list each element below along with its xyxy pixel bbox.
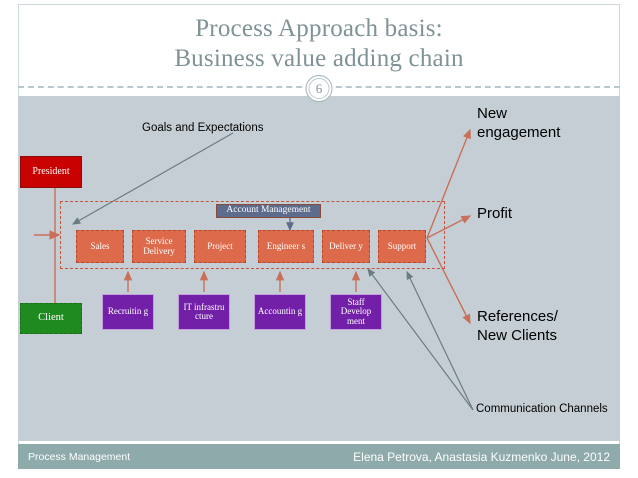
node-account-management[interactable]: Account Management — [216, 204, 321, 218]
title-line-2: Business value adding chain — [174, 45, 464, 72]
annotation-communication-channels: Communication Channels — [476, 403, 608, 415]
frame-top-line — [18, 4, 620, 5]
annotation-goals: Goals and Expectations — [142, 122, 264, 134]
support-node-it-infrastructure[interactable]: IT infrastru cture — [178, 294, 230, 330]
process-node-service-delivery[interactable]: Service Delivery — [132, 230, 186, 263]
process-chain-container — [60, 201, 445, 269]
outcome-new-engagement-line-1: New — [477, 105, 508, 122]
process-node-sales[interactable]: Sales — [76, 230, 124, 263]
footer-right-text: Elena Petrova, Anastasia Kuzmenko June, … — [353, 449, 610, 464]
connector-lines — [34, 128, 474, 411]
process-node-project[interactable]: Project — [194, 230, 246, 263]
outcome-profit: Profit — [477, 204, 512, 223]
title-line-1: Process Approach basis: — [195, 15, 443, 42]
outcome-new-engagement-line-2: engagement — [477, 124, 561, 141]
support-node-accounting[interactable]: Accountin g — [254, 294, 306, 330]
outcome-references-line-2: New Clients — [477, 327, 558, 344]
page-title: Process Approach basis: Business value a… — [18, 8, 620, 80]
outcome-new-engagement: New engagement — [477, 104, 560, 142]
outcome-references: References/ New Clients — [477, 307, 558, 345]
node-client[interactable]: Client — [20, 303, 82, 334]
support-node-recruiting[interactable]: Recruitin g — [102, 294, 154, 330]
diagram-canvas: Goals and Expectations President Client … — [18, 96, 620, 441]
process-node-delivery[interactable]: Deliver y — [322, 230, 370, 263]
footer-bar: Process Management Elena Petrova, Anasta… — [18, 444, 620, 469]
outcome-profit-line-1: Profit — [477, 205, 513, 222]
outcome-references-line-1: References/ — [477, 308, 558, 325]
process-node-engineers[interactable]: Engineer s — [258, 230, 314, 263]
node-president[interactable]: President — [20, 156, 82, 188]
process-node-support[interactable]: Support — [378, 230, 426, 263]
slide-number-badge: 6 — [305, 75, 333, 102]
footer-left-text: Process Management — [28, 450, 131, 463]
support-node-staff-development[interactable]: Staff Develop ment — [330, 294, 382, 330]
